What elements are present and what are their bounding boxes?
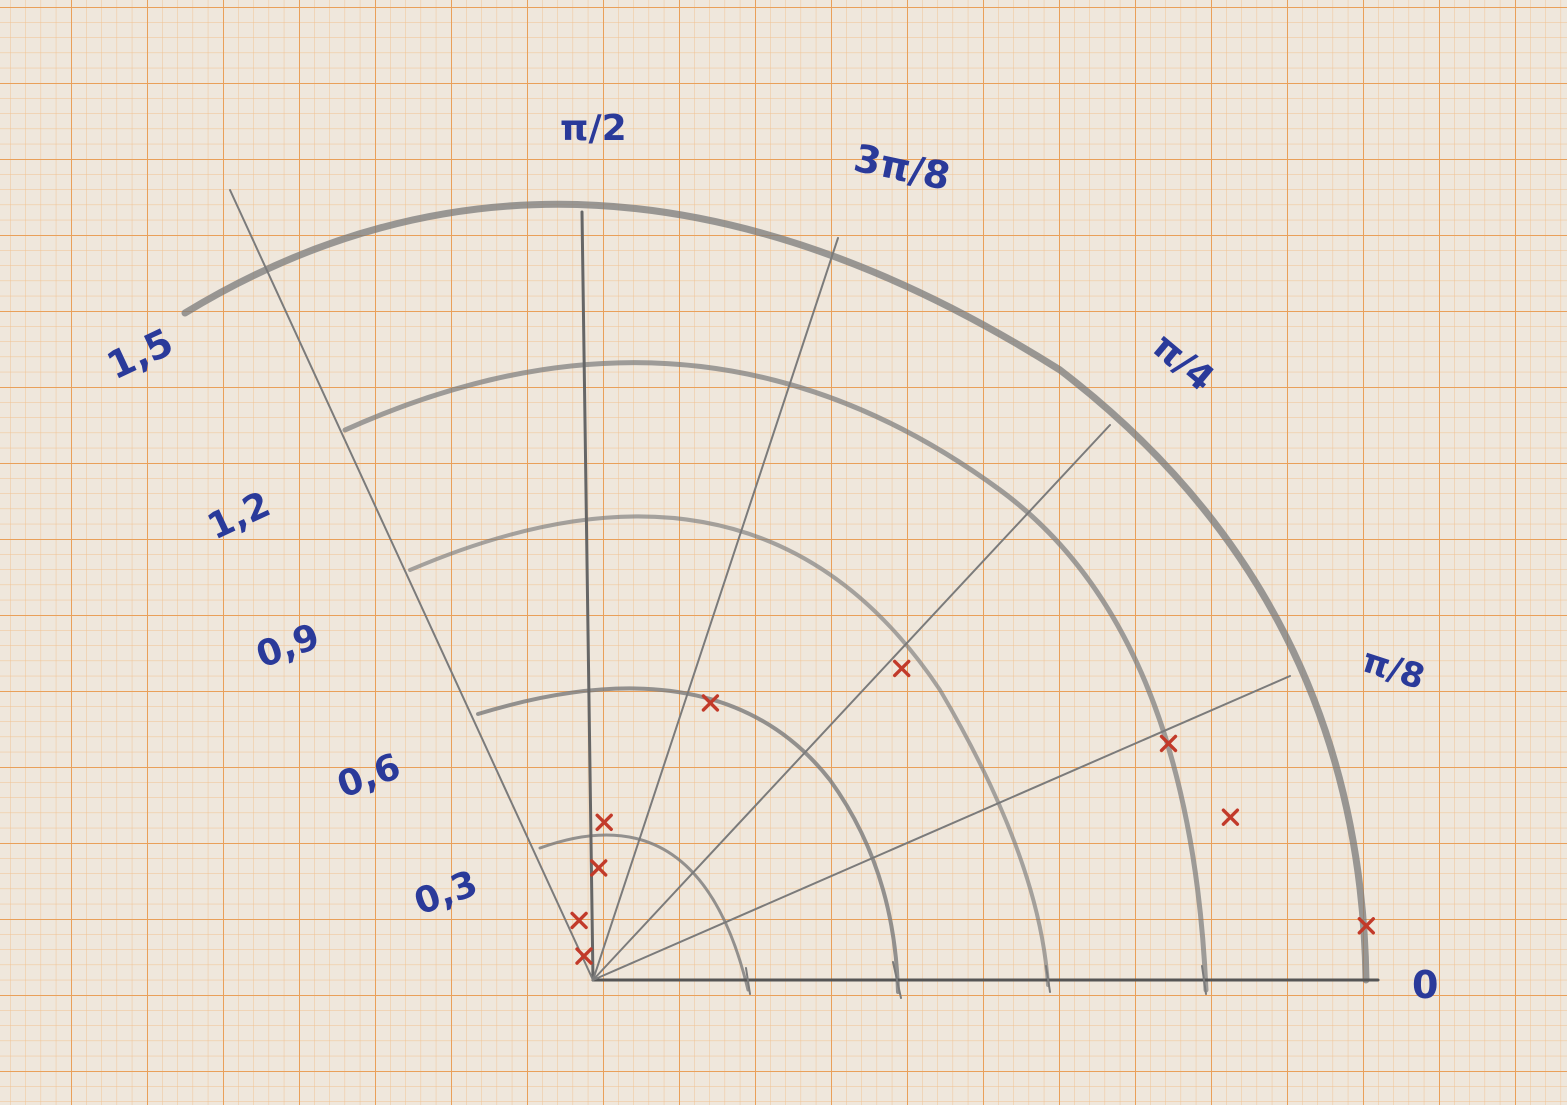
arc-r-1-2 [342, 360, 1209, 993]
red-cross-mark [590, 859, 608, 877]
ray-3pi-8 [592, 237, 839, 981]
ray-pi-8 [592, 675, 1291, 981]
plotted-points [570, 659, 1376, 965]
arc-r-0-3 [538, 833, 750, 992]
arc-r-1-5 [181, 200, 1370, 984]
ray-pi-4 [592, 424, 1111, 981]
angle-label-pi-2: π/2 [560, 108, 627, 149]
tick-marks [745, 961, 1207, 999]
red-cross-mark [1159, 734, 1178, 753]
red-cross-mark [893, 659, 911, 678]
ray-5pi-8 [229, 189, 594, 981]
pencil-construction [181, 189, 1380, 999]
arc-r-0-6 [476, 686, 900, 994]
red-cross-mark [570, 911, 588, 930]
axis-pi-2 [580, 210, 595, 982]
red-cross-mark [701, 694, 720, 712]
red-cross-mark [575, 947, 593, 965]
red-cross-mark [1221, 808, 1240, 826]
red-cross-mark [595, 813, 613, 831]
red-cross-mark [1357, 917, 1376, 935]
angle-label-zero: 0 [1412, 963, 1438, 1007]
